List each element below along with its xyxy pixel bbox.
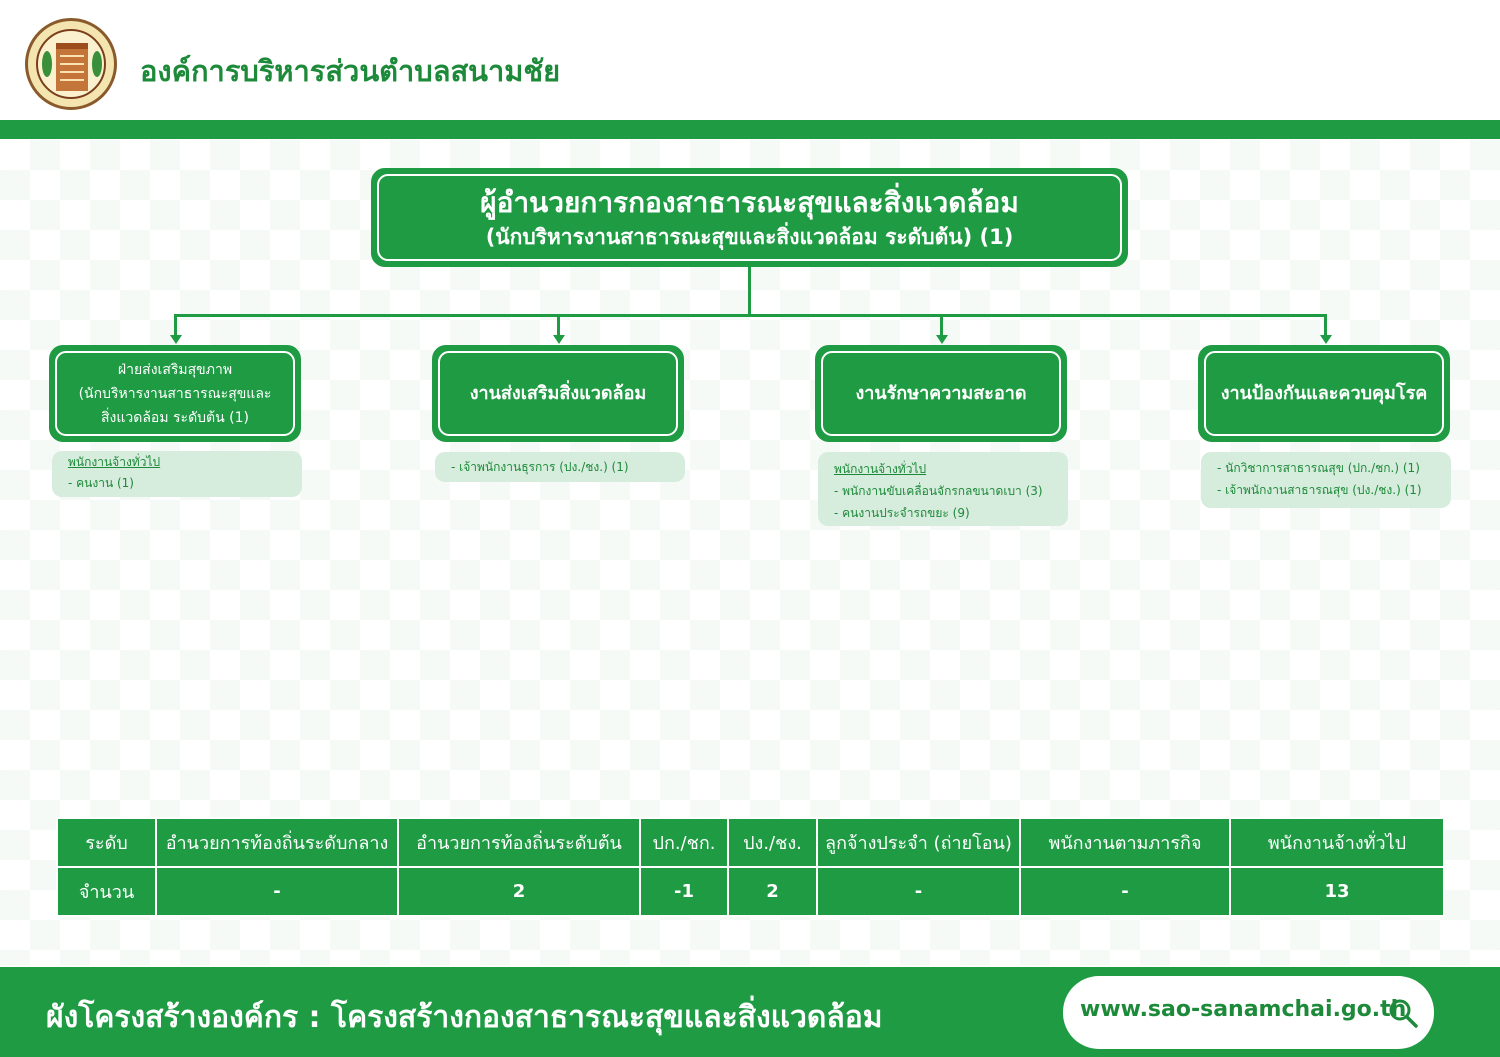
table-cell: -: [816, 866, 1021, 917]
unit-box-health-promotion: ฝ่ายส่งเสริมสุขภาพ (นักบริหารงานสาธารณะส…: [49, 345, 301, 442]
table-header-cell: ระดับ: [56, 817, 157, 868]
director-title: ผู้อำนวยการกองสาธารณะสุขและสิ่งแวดล้อม: [480, 185, 1019, 219]
connector-trunk: [748, 267, 751, 316]
connector-arrow-4: [1320, 335, 1332, 344]
table-cell: -: [155, 866, 399, 917]
table-cell: 2: [727, 866, 818, 917]
note-heading: พนักงานจ้างทั่วไป: [834, 462, 927, 476]
table-header-cell: อำนวยการท้องถิ่นระดับต้น: [397, 817, 641, 868]
footer-title: ผังโครงสร้างองค์กร : โครงสร้างกองสาธารณะ…: [46, 1000, 883, 1035]
unit-line: งานป้องกันและควบคุมโรค: [1220, 383, 1428, 404]
table-header-cell: พนักงานจ้างทั่วไป: [1229, 817, 1445, 868]
unit-line: สิ่งแวดล้อม ระดับต้น (1): [101, 409, 249, 426]
unit-box-disease-control: งานป้องกันและควบคุมโรค: [1198, 345, 1450, 442]
table-header-cell: พนักงานตามภารกิจ: [1019, 817, 1231, 868]
table-header-cell: ปง./ชง.: [727, 817, 818, 868]
director-subtitle: (นักบริหารงานสาธารณะสุขและสิ่งแวดล้อม ระ…: [485, 224, 1014, 249]
connector-drop-2: [557, 314, 560, 336]
connector-arrow-2: [553, 335, 565, 344]
staff-summary-table: ระดับ อำนวยการท้องถิ่นระดับกลาง อำนวยการ…: [56, 817, 1445, 917]
header-divider-bar: [0, 120, 1500, 139]
table-header-cell: ปก./ชก.: [639, 817, 729, 868]
organization-name: องค์การบริหารส่วนตำบลสนามชัย: [140, 54, 561, 88]
unit-line: (นักบริหารงานสาธารณะสุขและ: [78, 385, 272, 402]
unit-line: งานรักษาความสะอาด: [855, 383, 1027, 404]
unit-line: ฝ่ายส่งเสริมสุขภาพ: [117, 361, 233, 378]
note-item: - คนงานประจำรถขยะ (9): [834, 506, 970, 520]
note-heading: พนักงานจ้างทั่วไป: [68, 455, 161, 469]
organization-seal-logo: [25, 18, 117, 110]
website-url[interactable]: www.sao-sanamchai.go.th: [1080, 997, 1407, 1022]
connector-drop-4: [1324, 314, 1327, 336]
table-cell: จำนวน: [56, 866, 157, 917]
website-link-pill[interactable]: [1063, 976, 1434, 1049]
unit-note-environment-promotion: - เจ้าพนักงานธุรการ (ปง./ชง.) (1): [435, 452, 685, 482]
unit-line: งานส่งเสริมสิ่งแวดล้อม: [469, 383, 647, 404]
table-cell: 13: [1229, 866, 1445, 917]
unit-note-cleaning: พนักงานจ้างทั่วไป - พนักงานขับเคลื่อนจัก…: [818, 452, 1068, 526]
unit-note-health-promotion: พนักงานจ้างทั่วไป - คนงาน (1): [52, 451, 302, 497]
unit-box-environment-promotion: งานส่งเสริมสิ่งแวดล้อม: [432, 345, 684, 442]
header: องค์การบริหารส่วนตำบลสนามชัย: [0, 0, 1500, 120]
table-row: จำนวน - 2 -1 2 - - 13: [56, 866, 1445, 917]
connector-horizontal: [174, 314, 1327, 317]
note-item: - คนงาน (1): [68, 476, 134, 490]
table-header-cell: ลูกจ้างประจำ (ถ่ายโอน): [816, 817, 1021, 868]
unit-note-disease-control: - นักวิชาการสาธารณสุข (ปก./ชก.) (1) - เจ…: [1201, 452, 1451, 508]
connector-drop-3: [940, 314, 943, 336]
note-item: - เจ้าพนักงานธุรการ (ปง./ชง.) (1): [451, 460, 629, 474]
unit-box-cleaning: งานรักษาความสะอาด: [815, 345, 1067, 442]
table-cell: -: [1019, 866, 1231, 917]
note-item: - เจ้าพนักงานสาธารณสุข (ปง./ชง.) (1): [1217, 483, 1422, 497]
connector-arrow-3: [936, 335, 948, 344]
note-item: - พนักงานขับเคลื่อนจักรกลขนาดเบา (3): [834, 484, 1043, 498]
table-header-row: ระดับ อำนวยการท้องถิ่นระดับกลาง อำนวยการ…: [56, 817, 1445, 868]
table-cell: -1: [639, 866, 729, 917]
connector-drop-1: [174, 314, 177, 336]
note-item: - นักวิชาการสาธารณสุข (ปก./ชก.) (1): [1217, 461, 1420, 475]
table-cell: 2: [397, 866, 641, 917]
connector-arrow-1: [170, 335, 182, 344]
table-header-cell: อำนวยการท้องถิ่นระดับกลาง: [155, 817, 399, 868]
search-icon[interactable]: [1388, 998, 1418, 1028]
director-box: ผู้อำนวยการกองสาธารณะสุขและสิ่งแวดล้อม (…: [371, 168, 1128, 267]
